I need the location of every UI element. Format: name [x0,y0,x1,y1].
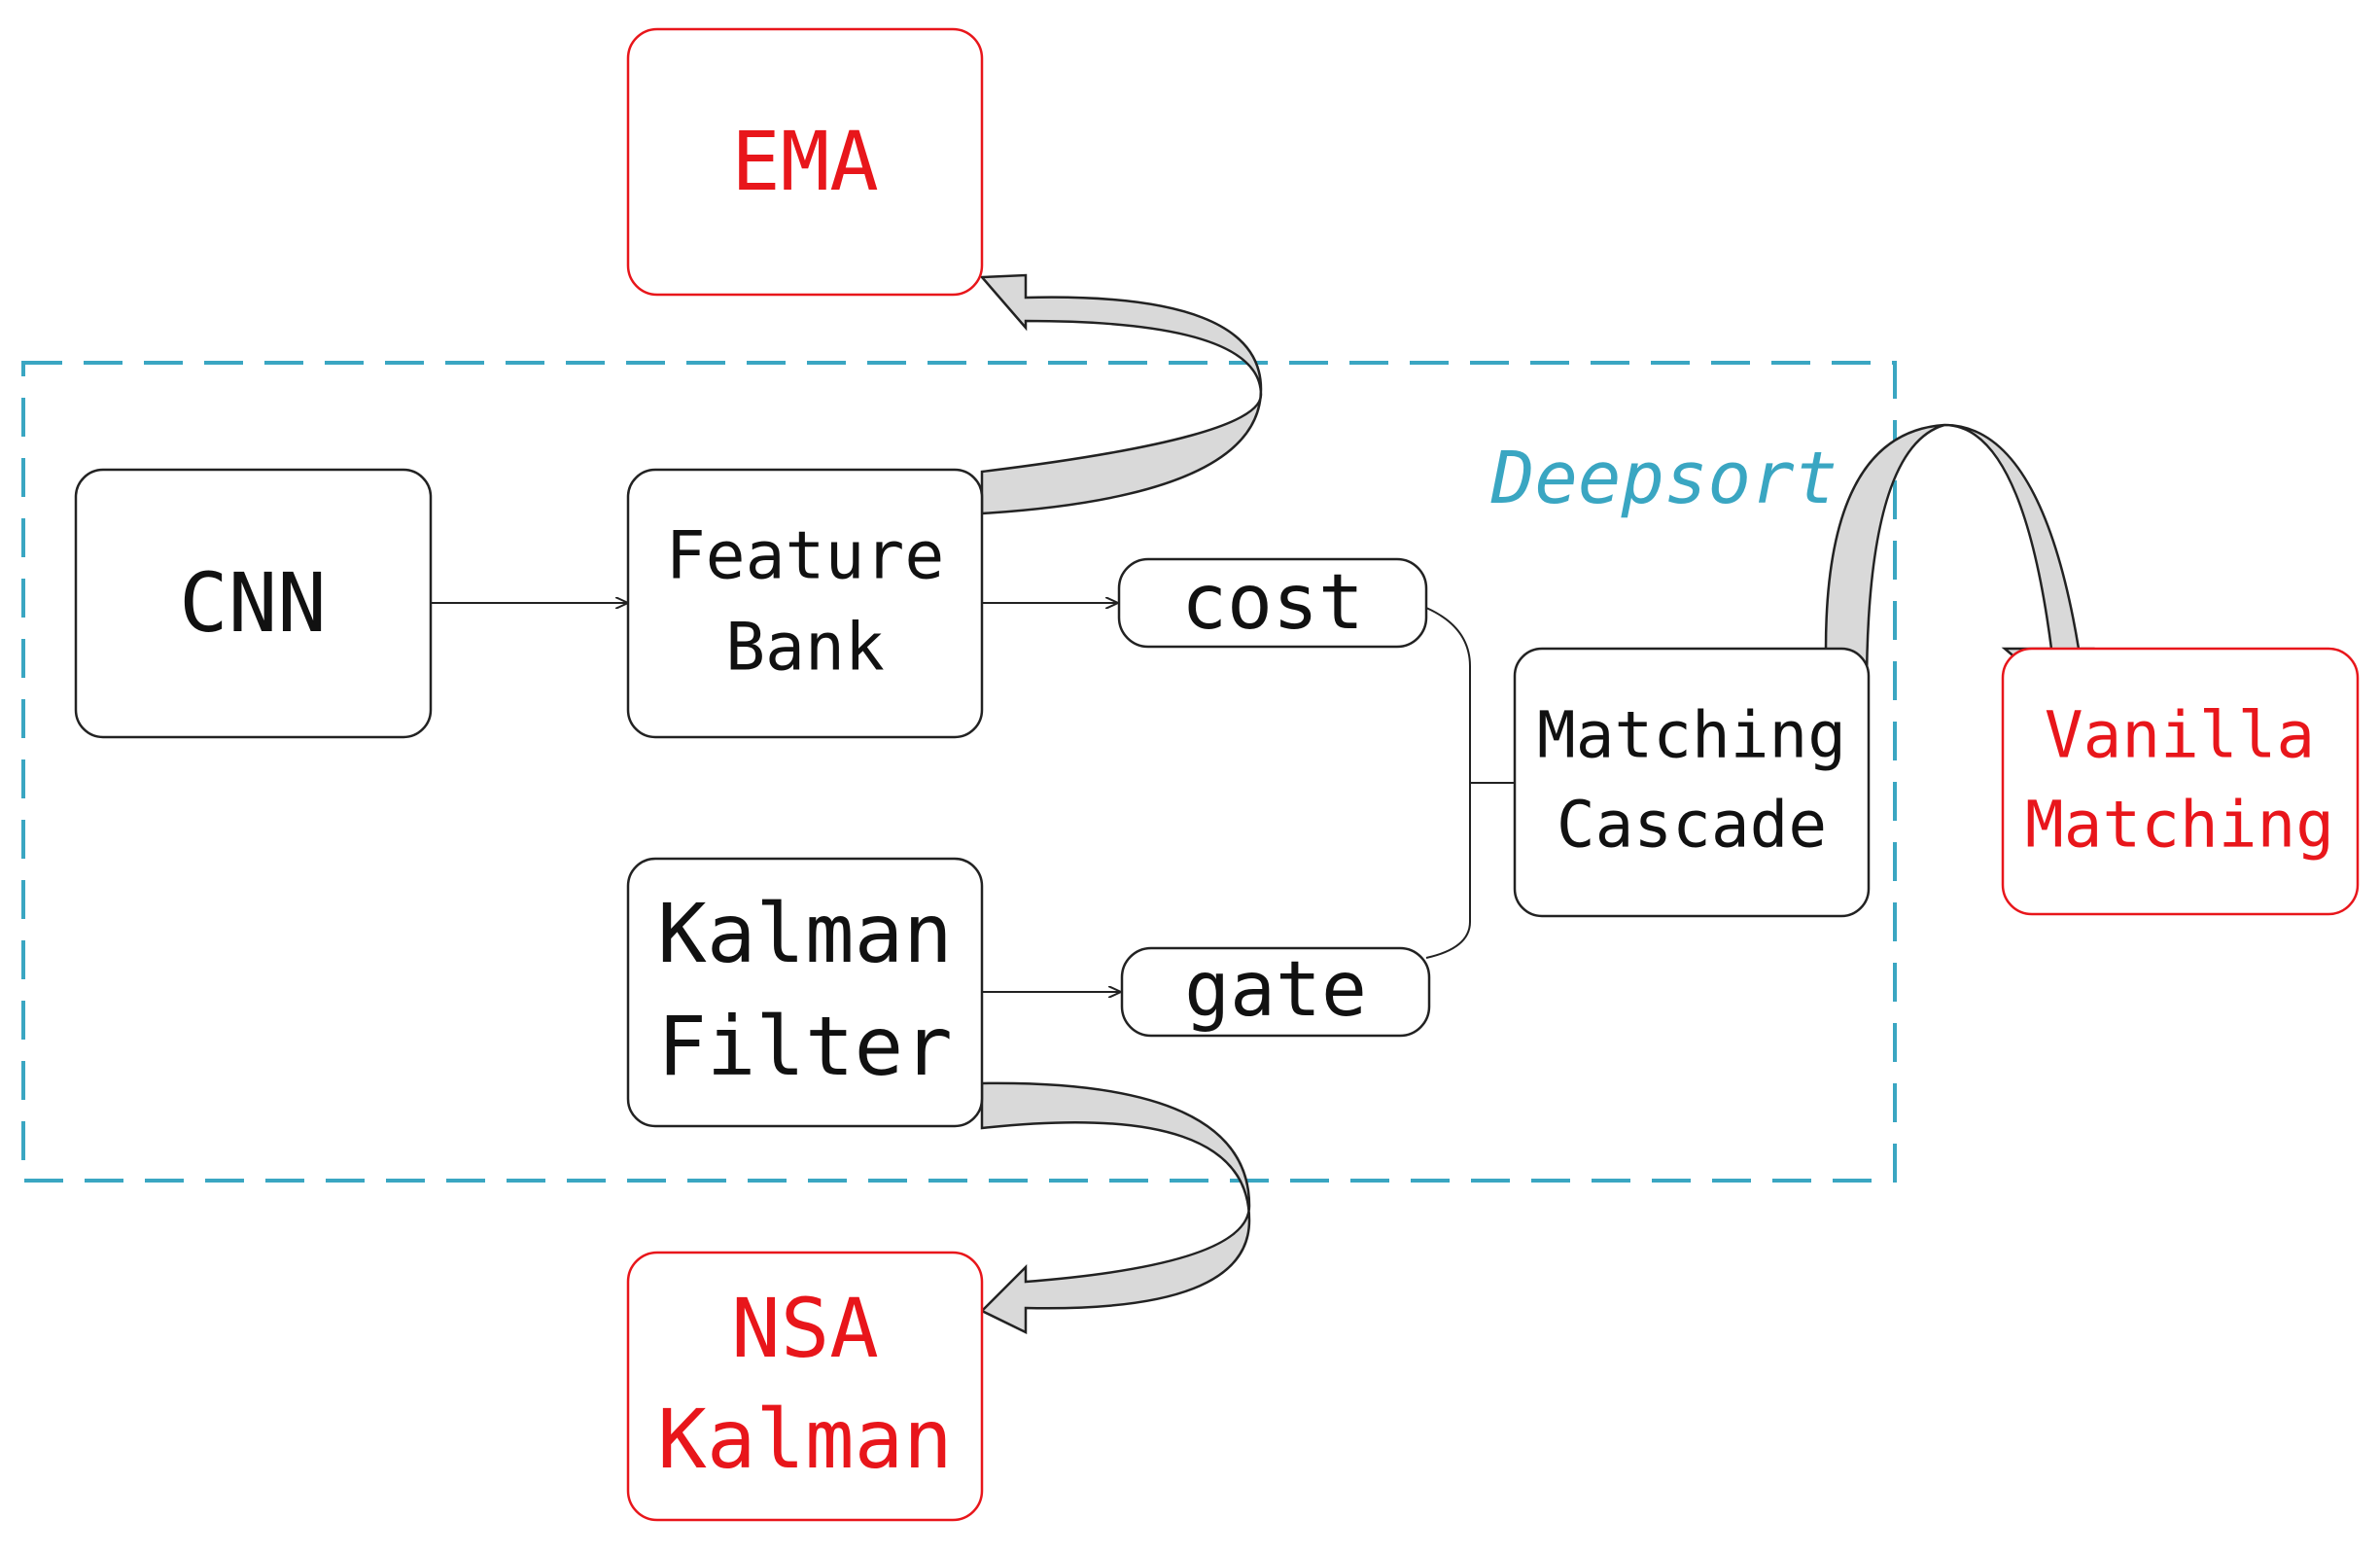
cnn-label: CNN [179,555,327,651]
cnn-node: CNN [74,468,433,739]
feature-bank-label-line2: Bank [725,610,885,687]
ema-label: EMA [731,114,879,209]
ema-node: EMA [626,27,984,297]
deepsort-title: Deepsort [1490,437,1838,520]
nsa-kalman-label-line2: Kalman [657,1392,952,1487]
ema-curved-arrow [979,273,1263,515]
vanilla-matching-label-line1: Vanilla [2045,698,2315,773]
gate-node: gate [1120,946,1431,1038]
matching-cascade-node: Matching Cascade [1513,647,1871,918]
cost-label: cost [1181,559,1364,647]
kalman-filter-label-line2: Filter [657,999,952,1094]
nsa-curved-arrow [979,1081,1251,1335]
feature-bank-label-line1: Feature [666,518,945,595]
nsa-kalman-node: NSA Kalman [626,1251,984,1522]
kalman-filter-label-line1: Kalman [657,886,952,981]
matching-cascade-label-line1: Matching [1537,698,1846,773]
cost-node: cost [1117,557,1428,649]
gate-label: gate [1184,946,1367,1034]
vanilla-matching-node: Vanilla Matching [2001,647,2360,916]
nsa-kalman-label-line1: NSA [731,1281,879,1376]
feature-bank-node: Feature Bank [626,468,984,739]
cost-gate-merge-bracket [1425,607,1515,959]
matching-cascade-label-line2: Cascade [1557,788,1827,863]
vanilla-matching-label-line2: Matching [2025,788,2334,863]
deepsort-frame [21,361,1897,1183]
kalman-filter-node: Kalman Filter [626,857,984,1128]
